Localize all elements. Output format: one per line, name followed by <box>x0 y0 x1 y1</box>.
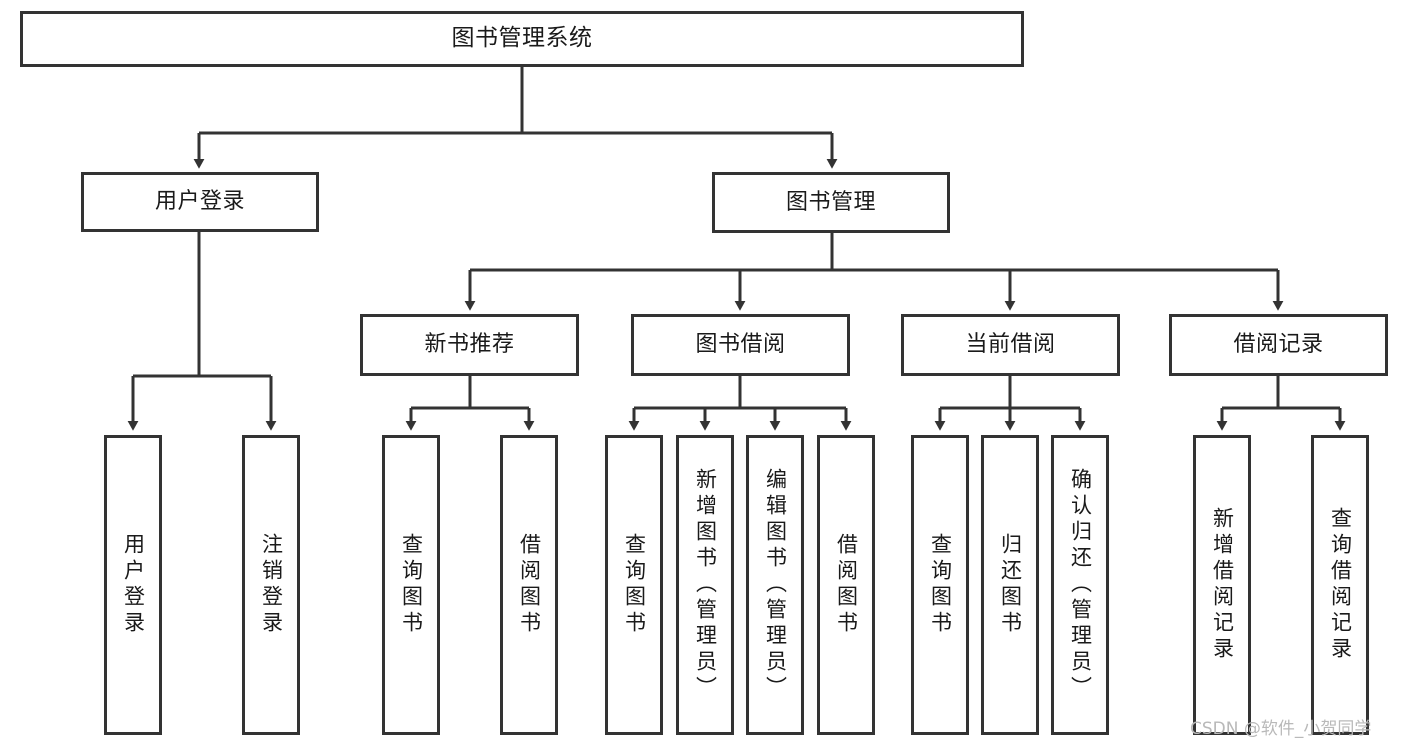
node-borrow-record[interactable]: 借阅记录 <box>1169 314 1388 376</box>
node-leaf-borrow-book[interactable]: 借阅图书 <box>817 435 875 735</box>
node-leaf-query-book-rec[interactable]: 查询图书 <box>382 435 440 735</box>
node-root-label: 图书管理系统 <box>451 25 593 52</box>
node-leaf-add-book-admin-label: 新增图书（管理员） <box>693 468 718 702</box>
node-leaf-edit-book-admin[interactable]: 编辑图书（管理员） <box>746 435 804 735</box>
node-leaf-user-logout-label: 注销登录 <box>259 533 284 637</box>
node-leaf-confirm-return-admin[interactable]: 确认归还（管理员） <box>1051 435 1109 735</box>
node-current-borrow[interactable]: 当前借阅 <box>901 314 1120 376</box>
node-leaf-return-book-label: 归还图书 <box>998 533 1023 637</box>
node-leaf-query-book-current-label: 查询图书 <box>928 533 953 637</box>
node-leaf-borrow-book-label: 借阅图书 <box>834 533 859 637</box>
node-root[interactable]: 图书管理系统 <box>20 11 1024 67</box>
node-current-borrow-label: 当前借阅 <box>965 332 1056 358</box>
node-book-manage[interactable]: 图书管理 <box>712 172 950 233</box>
node-borrow-record-label: 借阅记录 <box>1233 332 1324 358</box>
node-leaf-add-book-admin[interactable]: 新增图书（管理员） <box>676 435 734 735</box>
node-leaf-borrow-book-rec-label: 借阅图书 <box>517 533 542 637</box>
node-leaf-add-borrow-record[interactable]: 新增借阅记录 <box>1193 435 1251 735</box>
node-book-borrow[interactable]: 图书借阅 <box>631 314 850 376</box>
node-leaf-query-book-borrow-label: 查询图书 <box>622 533 647 637</box>
node-leaf-query-book-borrow[interactable]: 查询图书 <box>605 435 663 735</box>
node-leaf-add-borrow-record-label: 新增借阅记录 <box>1210 507 1235 663</box>
csdn-watermark: CSDN @软件_小贺同学 <box>1190 719 1372 739</box>
node-leaf-confirm-return-admin-label: 确认归还（管理员） <box>1068 468 1093 702</box>
node-leaf-query-borrow-record[interactable]: 查询借阅记录 <box>1311 435 1369 735</box>
node-leaf-edit-book-admin-label: 编辑图书（管理员） <box>763 468 788 702</box>
node-new-book-recommend[interactable]: 新书推荐 <box>360 314 579 376</box>
node-user-login[interactable]: 用户登录 <box>81 172 319 232</box>
node-leaf-user-login[interactable]: 用户登录 <box>104 435 162 735</box>
node-new-book-recommend-label: 新书推荐 <box>424 332 515 358</box>
node-book-borrow-label: 图书借阅 <box>695 332 786 358</box>
node-leaf-user-logout[interactable]: 注销登录 <box>242 435 300 735</box>
node-leaf-query-book-rec-label: 查询图书 <box>399 533 424 637</box>
node-leaf-query-book-current[interactable]: 查询图书 <box>911 435 969 735</box>
node-leaf-query-borrow-record-label: 查询借阅记录 <box>1328 507 1353 663</box>
node-leaf-return-book[interactable]: 归还图书 <box>981 435 1039 735</box>
node-leaf-user-login-label: 用户登录 <box>121 533 146 637</box>
node-leaf-borrow-book-rec[interactable]: 借阅图书 <box>500 435 558 735</box>
node-book-manage-label: 图书管理 <box>785 189 876 215</box>
node-user-login-label: 用户登录 <box>154 189 245 215</box>
